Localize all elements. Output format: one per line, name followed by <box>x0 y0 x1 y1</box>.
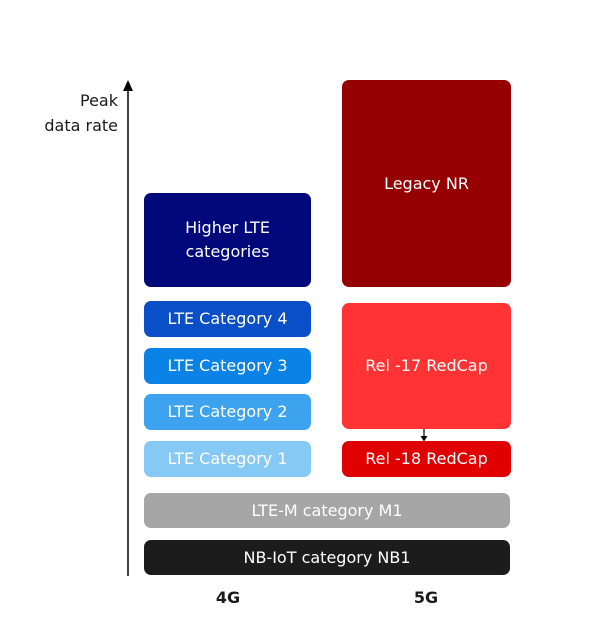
y-axis-label: Peak data rate <box>20 88 118 138</box>
lte-category-3-label: LTE Category 3 <box>167 356 288 375</box>
legacy-nr-label: Legacy NR <box>384 173 469 193</box>
rel-17-redcap-label: Rel -17 RedCap <box>365 356 488 375</box>
lte-category-1-box: LTE Category 1 <box>144 441 311 477</box>
lte-m-category-m1-box: LTE-M category M1 <box>144 493 510 528</box>
nb-iot-category-nb1-box: NB-IoT category NB1 <box>144 540 510 575</box>
lte-category-4-label: LTE Category 4 <box>167 309 288 328</box>
lte-category-1-label: LTE Category 1 <box>167 449 288 468</box>
y-axis-label-line1: Peak <box>80 91 118 110</box>
lte-category-2-box: LTE Category 2 <box>144 394 311 430</box>
y-axis-label-line2: data rate <box>44 116 118 135</box>
nb-iot-category-nb1-label: NB-IoT category NB1 <box>243 547 411 567</box>
redcap-arrowhead <box>420 436 428 442</box>
lte-category-2-label: LTE Category 2 <box>167 402 288 421</box>
column-label-5g: 5G <box>413 588 439 607</box>
higher-lte-line2: categories <box>185 242 270 261</box>
rel-18-redcap-label: Rel -18 RedCap <box>365 449 488 468</box>
y-axis-arrow <box>123 80 133 576</box>
lte-m-category-m1-label: LTE-M category M1 <box>251 500 403 520</box>
redcap-down-arrow <box>420 429 428 442</box>
rel-18-redcap-box: Rel -18 RedCap <box>342 441 511 477</box>
lte-category-4-box: LTE Category 4 <box>144 301 311 337</box>
column-label-4g: 4G <box>215 588 241 607</box>
higher-lte-line1: Higher LTE <box>185 218 270 237</box>
y-axis-arrowhead <box>123 80 133 91</box>
lte-category-3-box: LTE Category 3 <box>144 348 311 384</box>
legacy-nr-box: Legacy NR <box>342 80 511 287</box>
rel-17-redcap-box: Rel -17 RedCap <box>342 303 511 429</box>
higher-lte-categories-box: Higher LTE categories <box>144 193 311 287</box>
